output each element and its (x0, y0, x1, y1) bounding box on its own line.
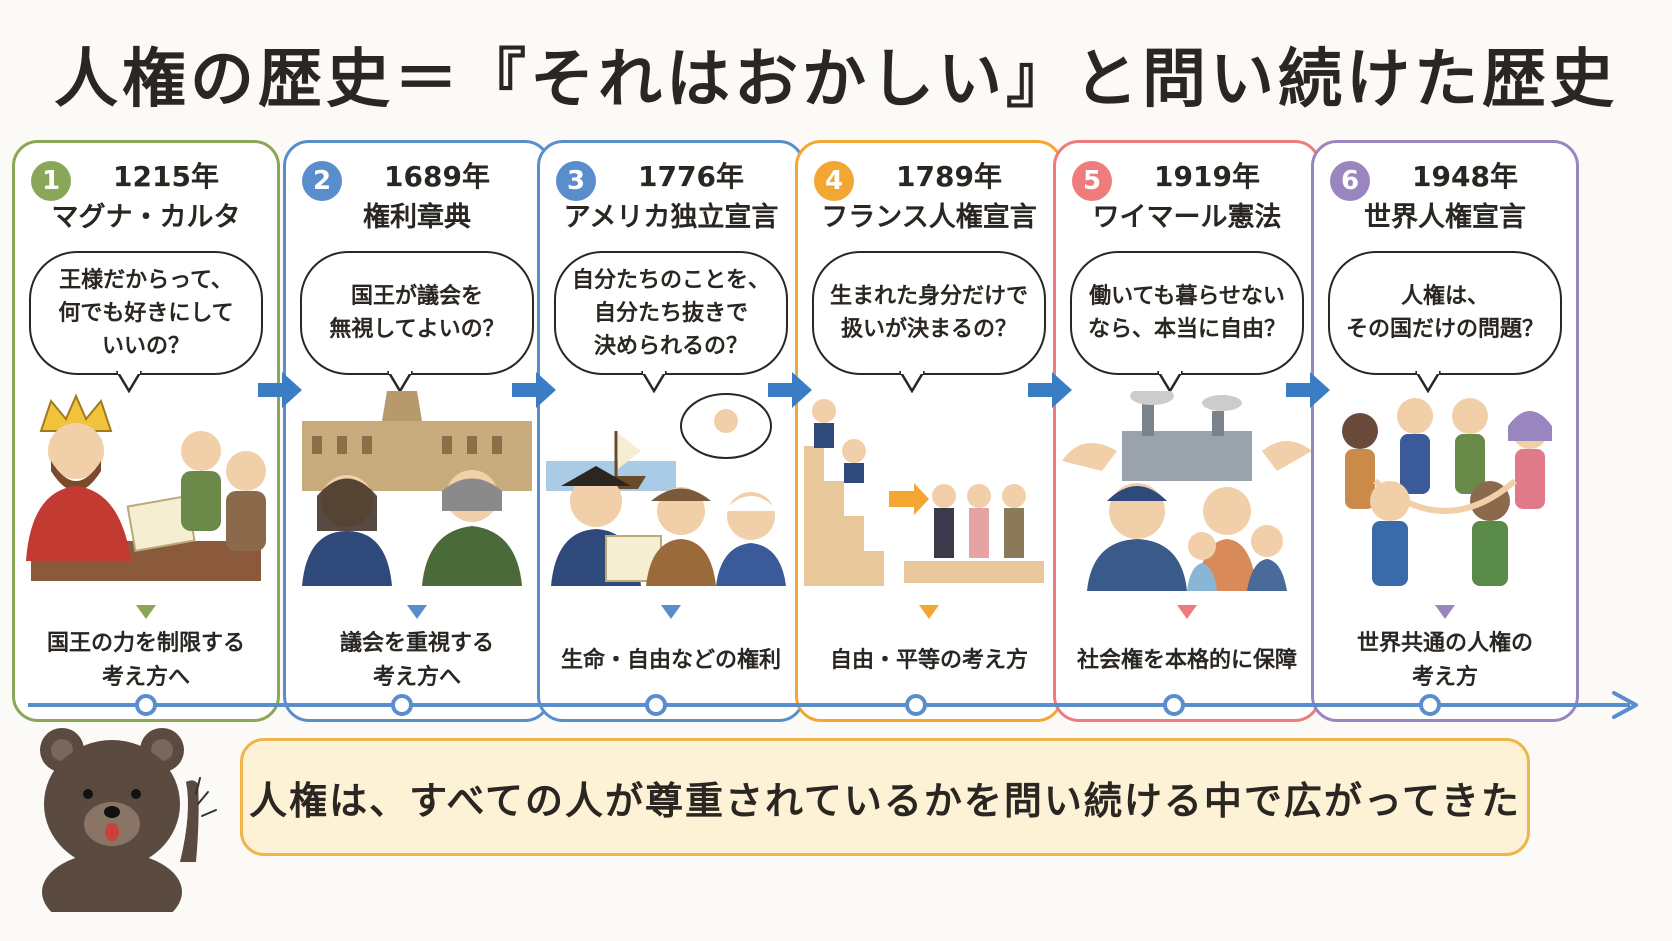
bubble-tail-icon (386, 371, 414, 393)
down-triangle-icon (661, 605, 681, 619)
bubble-tail-icon (1156, 371, 1184, 393)
summary-box: 人権は、すべての人が尊重されているかを問い続ける中で広がってきた (240, 738, 1530, 856)
card-header: 6 1948年世界人権宣言 (1314, 157, 1576, 237)
result-text: 世界共通の人権の 考え方 (1356, 631, 1533, 690)
card-header: 1 1215年マグナ・カルタ (15, 157, 277, 237)
event-year: 1948年 (1412, 160, 1518, 193)
timeline-line (28, 691, 1638, 719)
question-bubble: 国王が議会を 無視してよいの？ (300, 251, 534, 375)
event-year: 1919年 (1154, 160, 1260, 193)
question-bubble: 働いても暮らせない なら、本当に自由？ (1070, 251, 1304, 375)
event-year: 1776年 (638, 160, 744, 193)
event-name: 世界人権宣言 (1364, 202, 1526, 233)
question-bubble: 人権は、 その国だけの問題？ (1328, 251, 1562, 375)
event-illustration (1342, 398, 1552, 586)
step-number: 1 (31, 161, 71, 201)
event-year: 1215年 (113, 160, 219, 193)
summary-text: 人権は、すべての人が尊重されているかを問い続ける中で広がってきた (249, 778, 1521, 823)
result-text: 国王の力を制限する 考え方へ (46, 631, 245, 690)
bubble-tail-icon (640, 371, 668, 393)
result-text: 社会権を本格的に保障 (1076, 648, 1297, 673)
event-name: 権利章典 (363, 202, 471, 233)
timeline-dot (391, 694, 413, 716)
next-arrow-icon (258, 372, 302, 408)
result-text: 生命・自由などの権利 (560, 648, 781, 673)
down-triangle-icon (919, 605, 939, 619)
timeline-dot (1419, 694, 1441, 716)
step-number: 6 (1330, 161, 1370, 201)
result-text: 議会を重視する 考え方へ (339, 631, 494, 690)
step-number: 4 (814, 161, 854, 201)
question-bubble: 自分たちのことを、 自分たち抜きで 決められるの？ (554, 251, 788, 375)
event-card-3: 3 1776年アメリカ独立宣言自分たちのことを、 自分たち抜きで 決められるの？ 生… (537, 140, 805, 722)
down-triangle-icon (1177, 605, 1197, 619)
down-triangle-icon (136, 605, 156, 619)
timeline-dot (1163, 694, 1185, 716)
event-card-1: 1 1215年マグナ・カルタ王様だからって、 何でも好きにして いいの？ 国王の力を… (12, 140, 280, 722)
event-year: 1789年 (896, 160, 1002, 193)
card-header: 3 1776年アメリカ独立宣言 (540, 157, 802, 237)
card-header: 2 1689年権利章典 (286, 157, 548, 237)
bear-mascot-icon (40, 728, 217, 912)
step-number: 2 (302, 161, 342, 201)
event-card-2: 2 1689年権利章典国王が議会を 無視してよいの？ 議会を重視する 考え方へ (283, 140, 551, 722)
event-illustration (26, 393, 266, 581)
step-number: 5 (1072, 161, 1112, 201)
bubble-tail-icon (1414, 371, 1442, 393)
down-triangle-icon (407, 605, 427, 619)
event-name: ワイマール憲法 (1092, 202, 1282, 233)
bubble-tail-icon (898, 371, 926, 393)
event-card-6: 6 1948年世界人権宣言人権は、 その国だけの問題？ 世界共通の人権の 考え方 (1311, 140, 1579, 722)
event-illustration (804, 399, 1044, 586)
event-illustration (546, 393, 786, 586)
question-bubble: 王様だからって、 何でも好きにして いいの？ (29, 251, 263, 375)
timeline-dot (135, 694, 157, 716)
bubble-tail-icon (115, 371, 143, 393)
result-text: 自由・平等の考え方 (829, 648, 1028, 673)
question-bubble: 生まれた身分だけで 扱いが決まるの？ (812, 251, 1046, 375)
step-number: 3 (556, 161, 596, 201)
next-arrow-icon (768, 372, 812, 408)
event-illustration (302, 391, 532, 586)
timeline-dot (905, 694, 927, 716)
event-name: フランス人権宣言 (821, 202, 1037, 233)
page-title: 人権の歴史＝『それはおかしい』と問い続けた歴史 (54, 43, 1618, 117)
event-name: マグナ・カルタ (51, 202, 241, 233)
event-card-5: 5 1919年ワイマール憲法働いても暮らせない なら、本当に自由？ 社会権を本格的に… (1053, 140, 1321, 722)
timeline-dot (645, 694, 667, 716)
card-header: 5 1919年ワイマール憲法 (1056, 157, 1318, 237)
card-header: 4 1789年フランス人権宣言 (798, 157, 1060, 237)
next-arrow-icon (1286, 372, 1330, 408)
event-name: アメリカ独立宣言 (563, 202, 779, 233)
event-card-4: 4 1789年フランス人権宣言生まれた身分だけで 扱いが決まるの？ 自由・平等の考え… (795, 140, 1063, 722)
event-year: 1689年 (384, 160, 490, 193)
down-triangle-icon (1435, 605, 1455, 619)
next-arrow-icon (512, 372, 556, 408)
next-arrow-icon (1028, 372, 1072, 408)
event-illustration (1062, 391, 1312, 591)
